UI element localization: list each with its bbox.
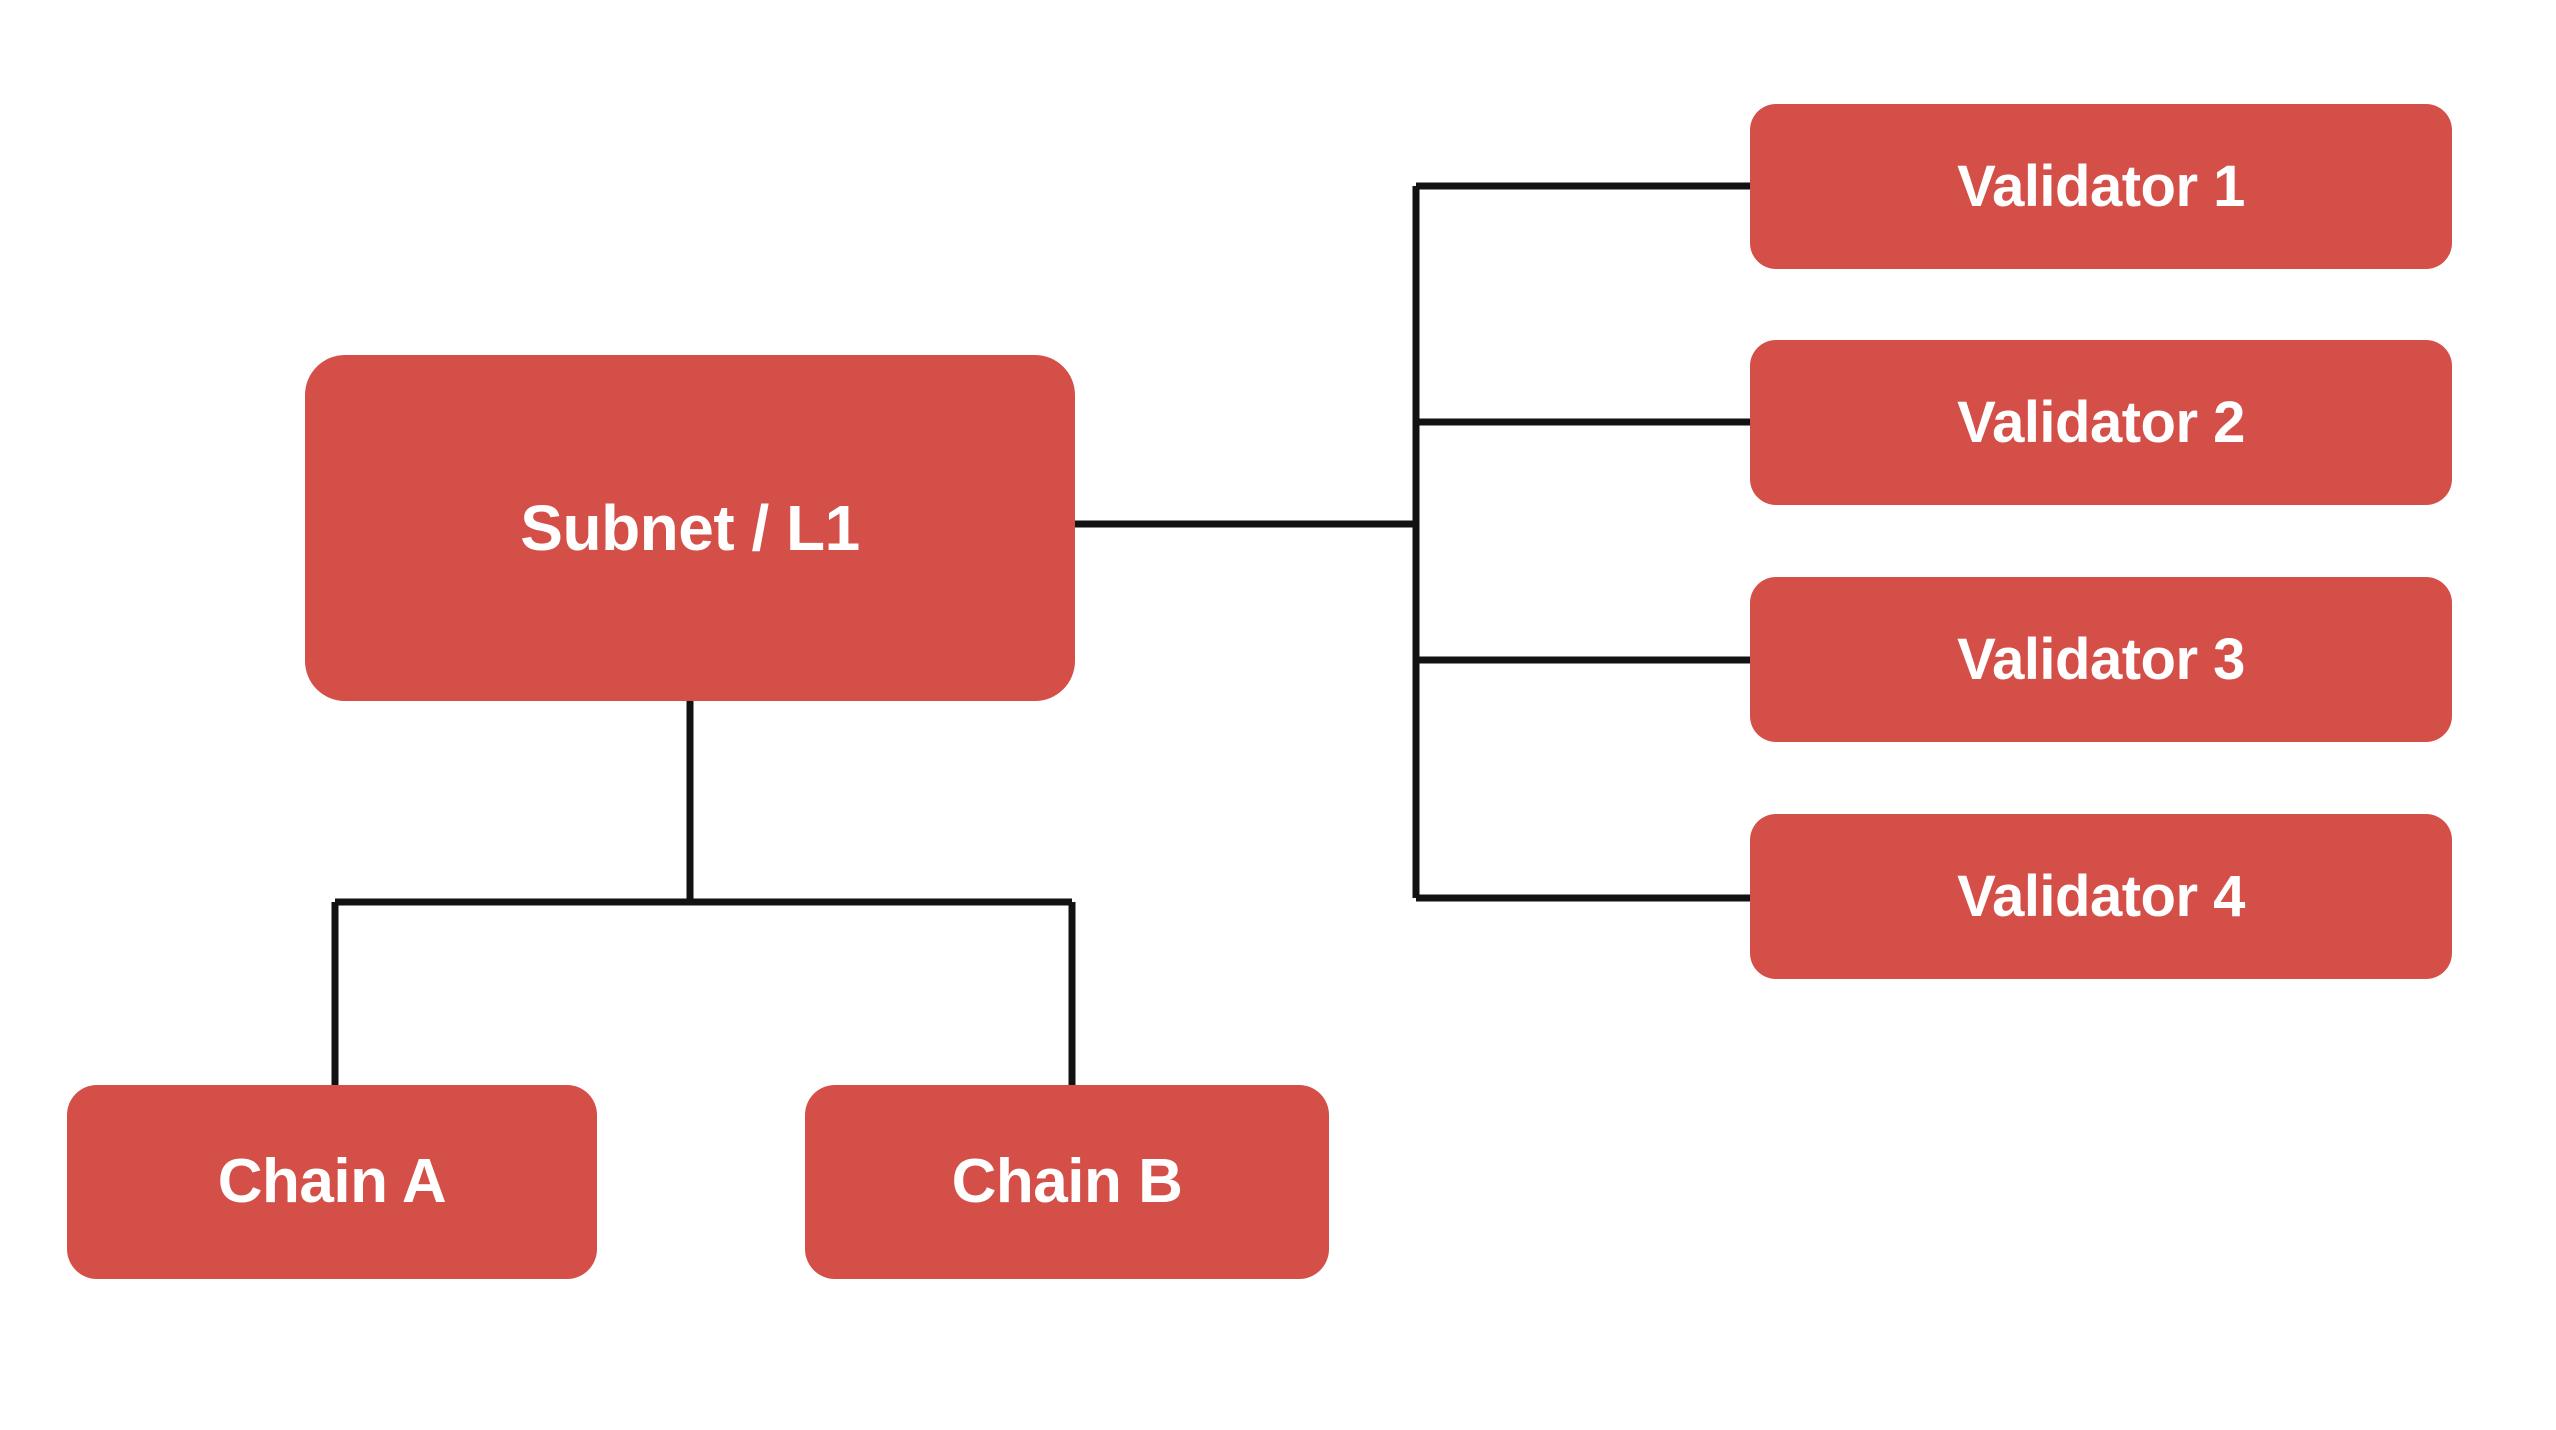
node-subnet-l1-label: Subnet / L1	[520, 491, 860, 564]
node-validator-3[interactable]: Validator 3	[1750, 577, 2452, 742]
node-validator-1-label: Validator 1	[1957, 153, 2245, 219]
node-chain-a-label: Chain A	[217, 1146, 447, 1216]
node-validator-3-label: Validator 3	[1957, 626, 2245, 692]
node-validator-4-label: Validator 4	[1957, 863, 2245, 929]
node-validator-2[interactable]: Validator 2	[1750, 340, 2452, 505]
node-validator-2-label: Validator 2	[1957, 389, 2245, 455]
node-chain-b[interactable]: Chain B	[805, 1085, 1329, 1279]
node-chain-b-label: Chain B	[951, 1146, 1183, 1216]
node-validator-4[interactable]: Validator 4	[1750, 814, 2452, 979]
node-validator-1[interactable]: Validator 1	[1750, 104, 2452, 269]
node-chain-a[interactable]: Chain A	[67, 1085, 597, 1279]
node-subnet-l1[interactable]: Subnet / L1	[305, 355, 1075, 701]
